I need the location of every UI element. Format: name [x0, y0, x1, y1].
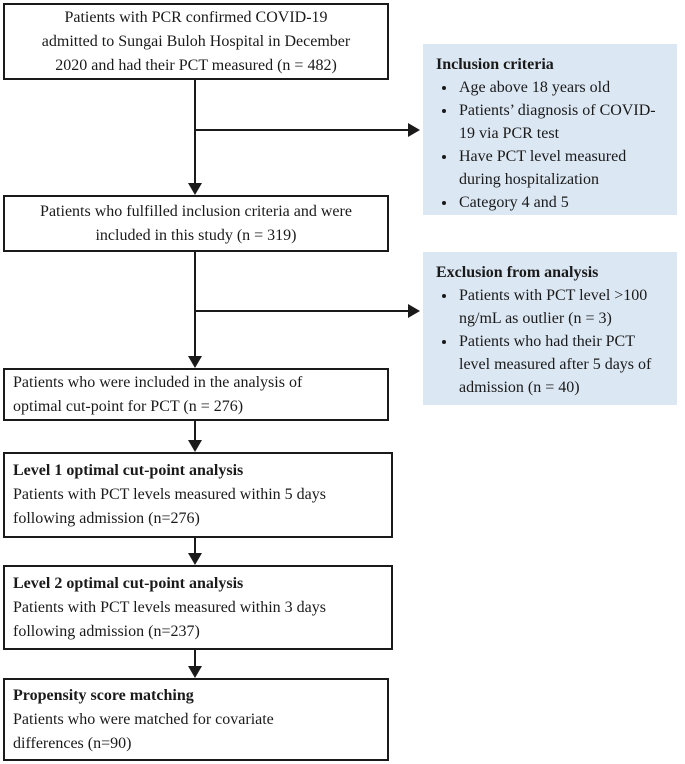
- inclusion-criteria-item: Patients’ diagnosis of COVID-19 via PCR …: [457, 99, 669, 145]
- flow-box-fulfilled-criteria: Patients who fulfilled inclusion criteri…: [3, 195, 389, 252]
- connector-line-box2-box3: [194, 252, 196, 356]
- flow-box-text-line: Patients who were matched for covariate: [13, 711, 274, 728]
- connector-line-box4-box5: [194, 538, 196, 553]
- flow-box-pcr-confirmed: Patients with PCR confirmed COVID-19 adm…: [3, 3, 389, 80]
- exclusion-analysis-item: Patients who had their PCT level measure…: [457, 330, 669, 399]
- flow-box-text-line: Patients with PCT levels measured within…: [13, 486, 327, 503]
- inclusion-criteria-item: Have PCT level measured during hospitali…: [457, 145, 669, 191]
- inclusion-criteria-panel: Inclusion criteria Age above 18 years ol…: [423, 44, 677, 215]
- flow-box-propensity-matching: Propensity score matching Patients who w…: [3, 678, 389, 761]
- arrowhead-down-box5: [188, 553, 202, 565]
- connector-line-exclusion-branch: [195, 310, 408, 312]
- flow-box-text-line: differences (n=90): [13, 735, 132, 752]
- flow-box-text-line: following admission (n=237): [13, 623, 200, 640]
- connector-line-box3-box4: [194, 421, 196, 440]
- flow-box-title: Level 2 optimal cut-point analysis: [13, 575, 244, 592]
- flow-box-text-line: optimal cut-point for PCT (n = 276): [13, 398, 244, 415]
- flow-box-level2-analysis: Level 2 optimal cut-point analysis Patie…: [3, 565, 393, 650]
- inclusion-criteria-item: Category 4 and 5: [457, 191, 669, 214]
- flow-box-level1-analysis: Level 1 optimal cut-point analysis Patie…: [3, 452, 393, 538]
- flow-box-text-line: included in this study (n = 319): [95, 227, 297, 244]
- inclusion-criteria-title: Inclusion criteria: [436, 56, 554, 73]
- flow-box-text-line: Patients with PCR confirmed COVID-19: [64, 9, 328, 26]
- connector-line-box5-box6: [194, 650, 196, 666]
- arrowhead-down-box2: [188, 183, 202, 195]
- flow-box-text-line: admitted to Sungai Buloh Hospital in Dec…: [41, 33, 351, 50]
- exclusion-analysis-title: Exclusion from analysis: [436, 264, 599, 281]
- flow-box-text-line: following admission (n=276): [13, 510, 200, 527]
- exclusion-analysis-list: Patients with PCT level >100 ng/mL as ou…: [436, 284, 669, 399]
- arrowhead-right-exclusion: [408, 304, 420, 318]
- flow-box-text-line: Patients who were included in the analys…: [13, 374, 303, 391]
- flow-box-analysis-cutpoint: Patients who were included in the analys…: [3, 368, 389, 421]
- connector-line-box1-box2: [194, 80, 196, 183]
- flow-box-text-line: Patients with PCT levels measured within…: [13, 599, 327, 616]
- flow-box-text-line: Patients who fulfilled inclusion criteri…: [40, 203, 352, 220]
- arrowhead-right-inclusion: [408, 123, 420, 137]
- exclusion-analysis-item: Patients with PCT level >100 ng/mL as ou…: [457, 284, 669, 330]
- flow-box-title: Level 1 optimal cut-point analysis: [13, 462, 244, 479]
- flow-box-title: Propensity score matching: [13, 687, 194, 704]
- arrowhead-down-box4: [188, 440, 202, 452]
- exclusion-analysis-panel: Exclusion from analysis Patients with PC…: [423, 252, 677, 405]
- connector-line-inclusion-branch: [195, 129, 408, 131]
- flow-box-text-line: 2020 and had their PCT measured (n = 482…: [55, 57, 337, 74]
- inclusion-criteria-item: Age above 18 years old: [457, 76, 669, 99]
- inclusion-criteria-list: Age above 18 years old Patients’ diagnos…: [436, 76, 669, 214]
- arrowhead-down-box6: [188, 666, 202, 678]
- arrowhead-down-box3: [188, 356, 202, 368]
